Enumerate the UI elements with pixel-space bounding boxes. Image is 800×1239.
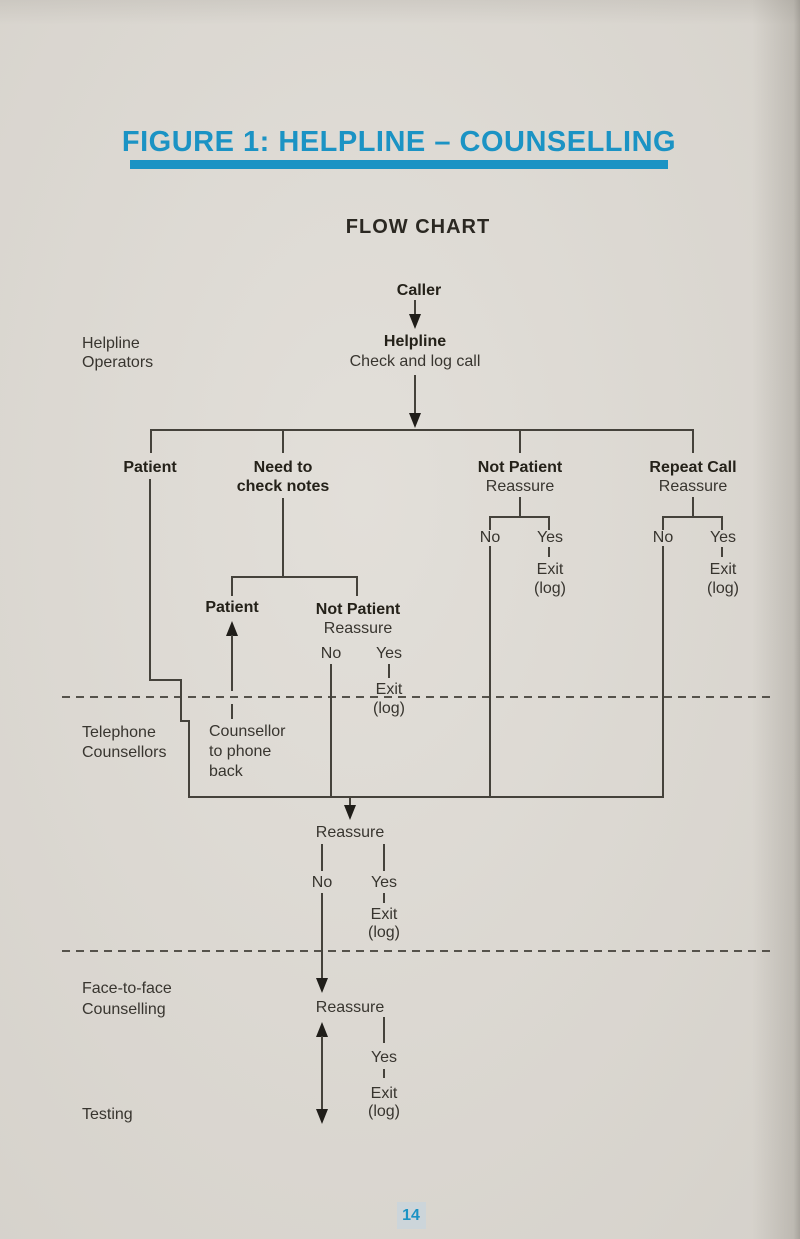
branch-bracket [232,576,358,578]
branch-check-notes-title: check notes [236,478,330,495]
connector-counselling-testing [321,1036,323,1110]
connector-no-down [321,893,323,979]
branch-tick [282,429,284,453]
decision-bracket [663,516,723,518]
check-notes-not-patient-title: Not Patient [315,601,401,618]
lane-label-face-to-face: Counselling [82,1001,166,1018]
check-notes-not-patient-subtitle: Reassure [323,620,393,637]
exit-label: Exit [536,561,564,578]
branch-not-patient-subtitle: Reassure [485,478,555,495]
branch-tick [489,516,491,530]
lane-label-helpline-operators: Helpline [82,335,140,352]
connector-caller-helpline [414,300,416,315]
connector-dash [231,704,233,719]
figure-title: FIGURE 1: HELPLINE – COUNSELLING [121,126,677,158]
log-label: (log) [533,580,567,597]
helpline-node-subtitle: Check and log call [349,353,481,370]
lane-label-telephone-counsellors: Counsellors [82,744,167,761]
connector-no-branch [321,844,323,871]
branch-tick [150,429,152,453]
branch-tick [692,429,694,453]
arrowhead-down-icon [316,1109,328,1124]
connector-patient-jog [180,720,190,722]
connector-dash [548,547,550,557]
log-label: (log) [367,924,401,941]
connector-yes-branch [383,1017,385,1043]
connector-patient-jog [149,679,182,681]
counsellor-callback-note: back [209,763,243,780]
connector-dash [388,664,390,678]
arrowhead-down-icon [344,805,356,820]
decision-no-label: No [652,529,674,546]
connector-dash [383,893,385,903]
page-number: 14 [402,1207,420,1224]
counsellor-callback-note: to phone [209,743,272,760]
decision-yes-label: Yes [536,529,564,546]
decision-yes-label: Yes [709,529,737,546]
title-rule [130,160,668,169]
connector-dash [721,547,723,557]
connector-reassure-down [692,497,694,517]
arrowhead-down-icon [316,978,328,993]
branch-repeat-call-title: Repeat Call [649,459,737,476]
decision-bracket [490,516,550,518]
decision-yes-label: Yes [370,1049,398,1066]
log-label: (log) [372,700,406,717]
decision-no-label: No [320,645,342,662]
lane-divider-dashed-2 [62,950,770,952]
helpline-node-title: Helpline [383,333,447,350]
decision-yes-label: Yes [370,874,398,891]
arrowhead-down-icon [409,314,421,329]
connector-yes-branch [383,844,385,871]
branch-tick [519,429,521,453]
exit-label: Exit [370,906,398,923]
branch-not-patient-title: Not Patient [477,459,563,476]
log-label: (log) [706,580,740,597]
caller-node: Caller [396,282,442,299]
page-number-patch [397,1202,426,1229]
decision-yes-label: Yes [375,645,403,662]
lane-label-testing: Testing [82,1106,133,1123]
decision-no-label: No [479,529,501,546]
branch-repeat-call-subtitle: Reassure [658,478,728,495]
lane-label-telephone-counsellors: Telephone [82,724,156,741]
connector-counsellor-callback [231,635,233,691]
connector-reassure-down [519,497,521,517]
exit-label: Exit [370,1085,398,1102]
counsellor-callback-note: Counsellor [209,723,286,740]
lane-label-helpline-operators: Operators [82,354,154,371]
branch-patient-title: Patient [123,459,177,476]
branch-tick [721,516,723,530]
connector-no-down [662,546,664,798]
connector-reassure-down [349,798,351,806]
connector-no-down [330,664,332,798]
arrowhead-down-icon [409,413,421,428]
branch-check-notes-title: Need to [253,459,313,476]
connector-dash [383,1069,385,1078]
arrowhead-up-icon [226,621,238,636]
exit-label: Exit [375,681,403,698]
face-to-face-reassure-node: Reassure [315,999,385,1016]
branch-line [150,429,693,431]
collect-line [188,796,664,798]
exit-label: Exit [709,561,737,578]
connector-check-notes-down [282,498,284,578]
log-label: (log) [367,1103,401,1120]
connector-patient-down [180,679,182,722]
connector-helpline-branches [414,375,416,415]
lane-divider-dashed-1 [62,696,770,698]
telephone-reassure-node: Reassure [315,824,385,841]
connector-no-down [489,546,491,798]
connector-patient-down [188,720,190,798]
branch-tick [548,516,550,530]
flow-chart-heading: FLOW CHART [345,216,491,238]
branch-tick [231,576,233,596]
branch-tick [356,576,358,596]
arrowhead-up-icon [316,1022,328,1037]
check-notes-patient-title: Patient [205,599,259,616]
decision-no-label: No [311,874,333,891]
connector-patient-down [149,479,151,681]
branch-tick [662,516,664,530]
lane-label-face-to-face: Face-to-face [82,980,172,997]
